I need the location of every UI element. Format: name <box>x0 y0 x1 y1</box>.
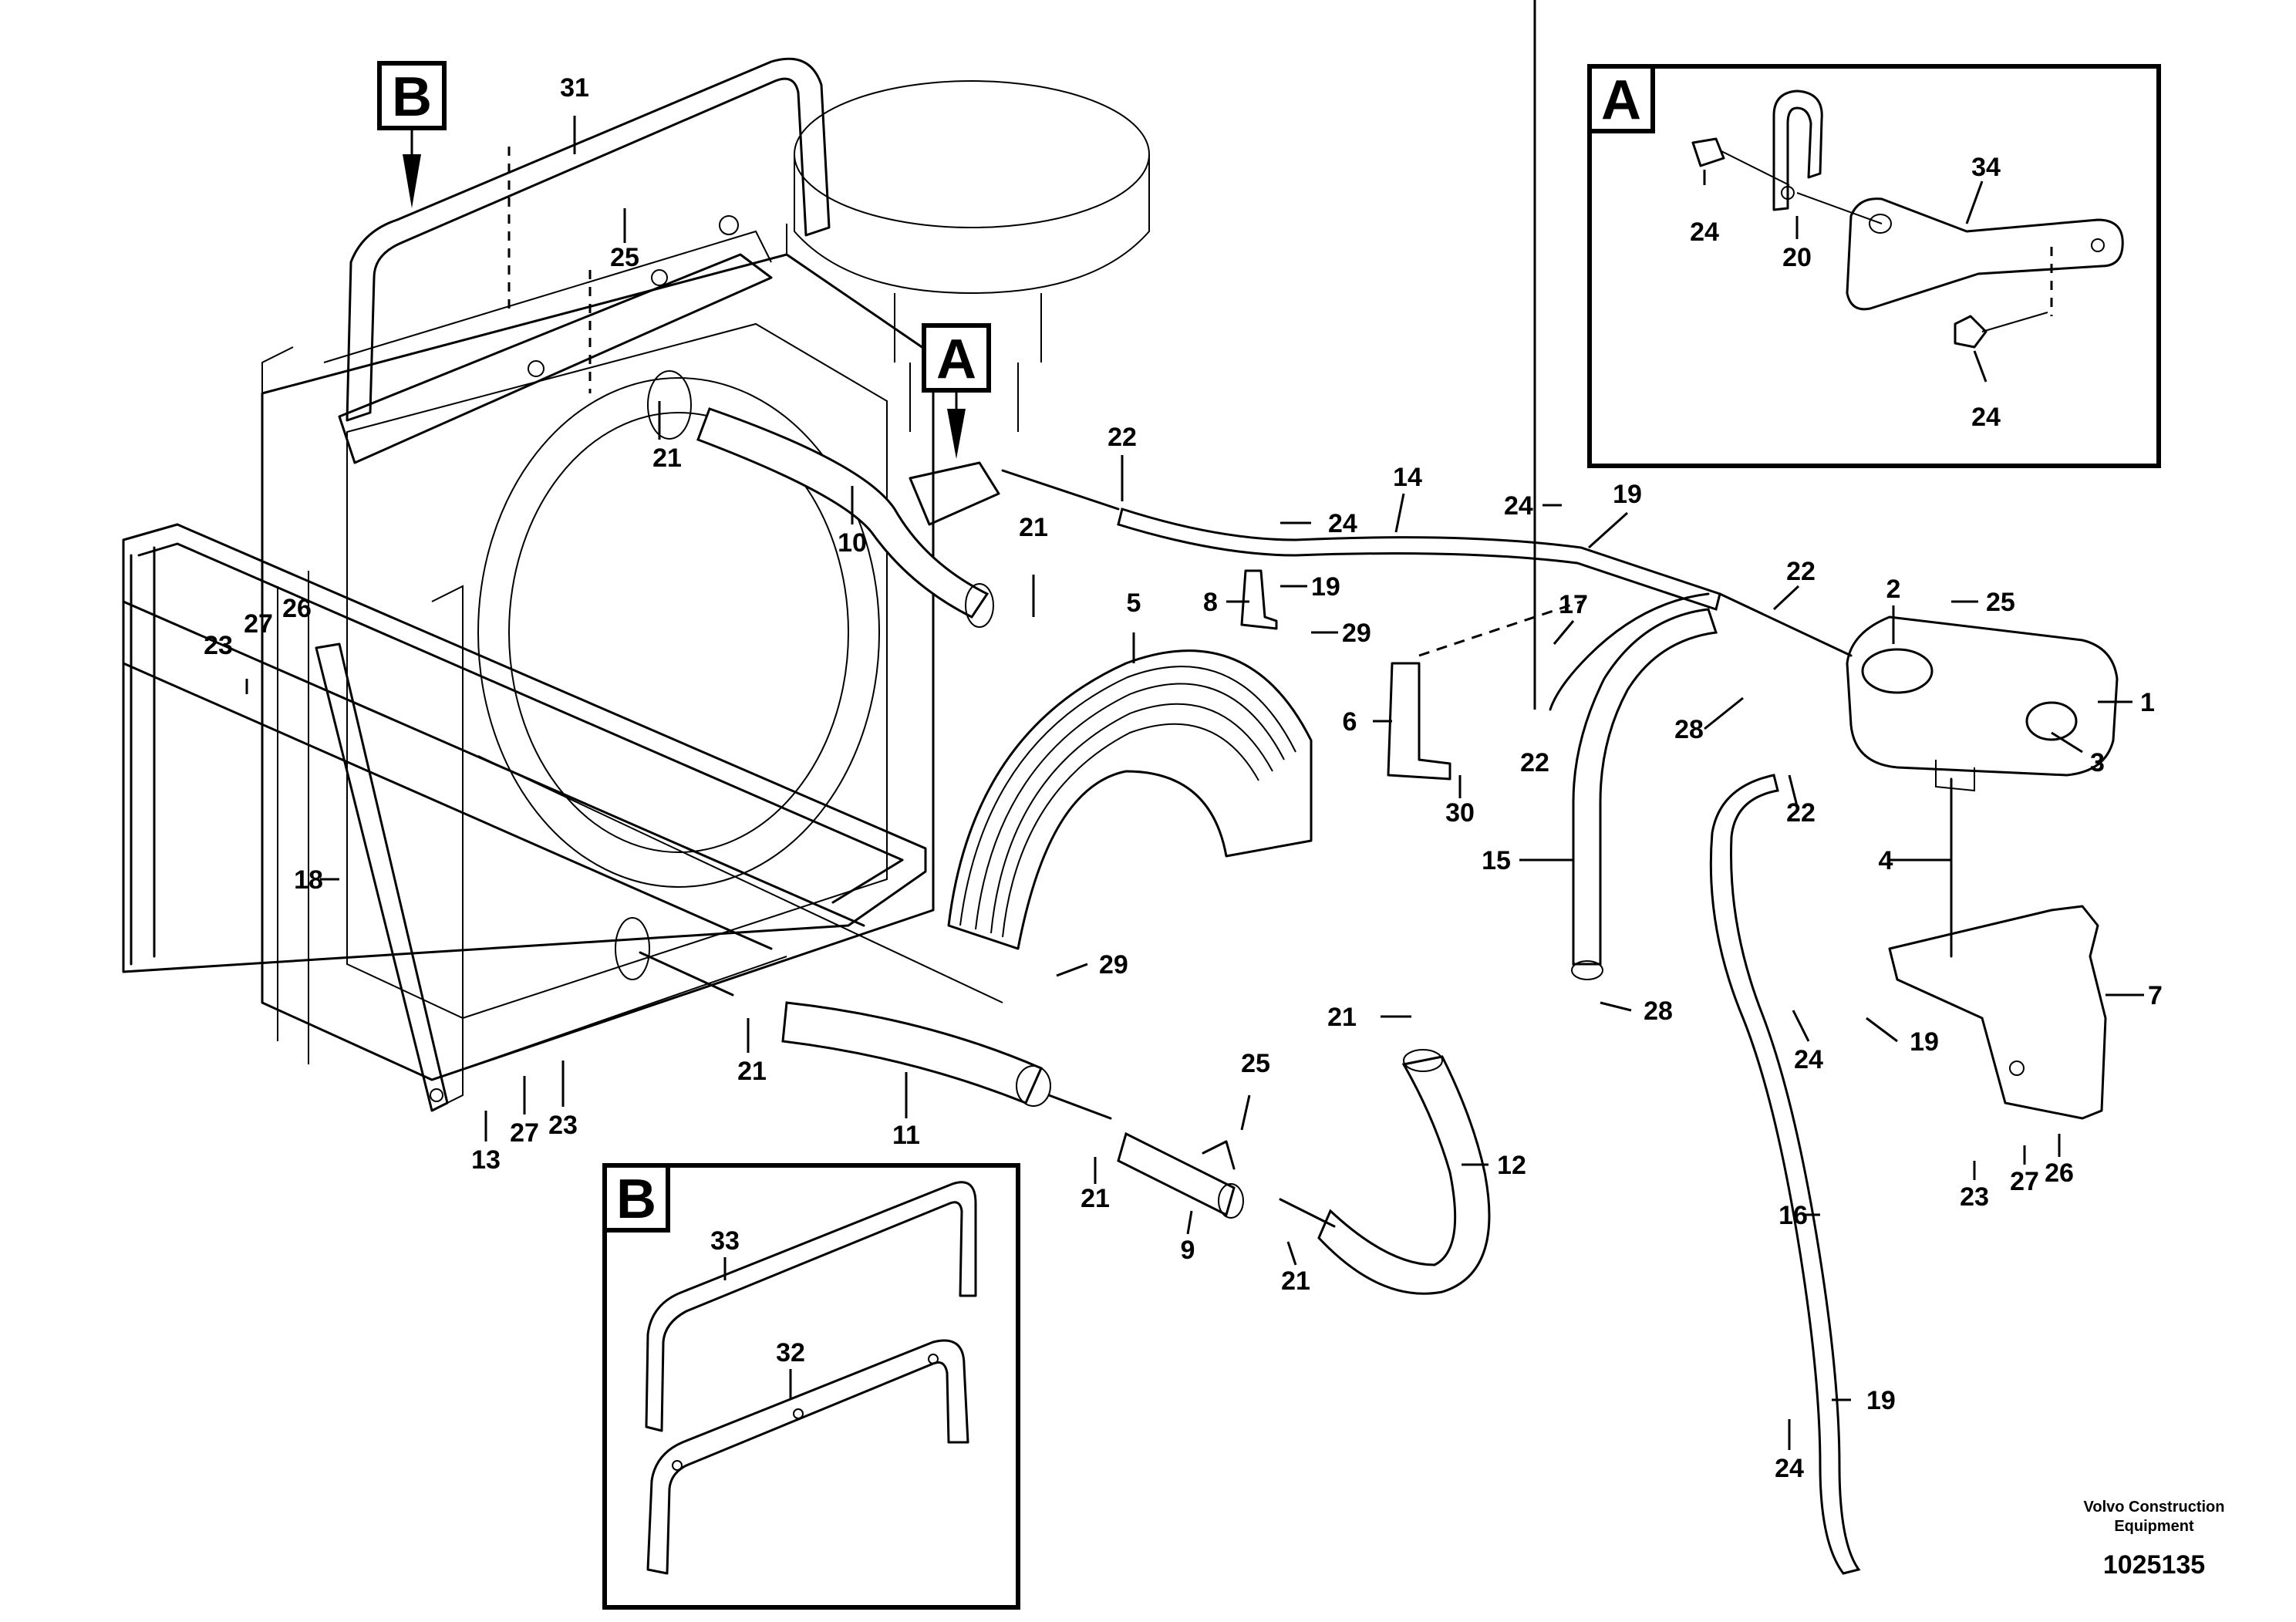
callout-21: 21 <box>1081 1184 1110 1213</box>
callout-6: 6 <box>1343 707 1357 737</box>
drawing-footer: Volvo Construction Equipment 1025135 <box>2084 1499 2225 1580</box>
hose-15-17 <box>1549 592 1718 980</box>
top-handle-bar <box>346 57 831 422</box>
callout-24: 24 <box>1504 491 1533 521</box>
callout-leaders <box>245 0 2144 1450</box>
callout-7: 7 <box>2148 981 2163 1010</box>
callout-13: 13 <box>471 1145 501 1175</box>
callout-2: 2 <box>1886 575 1901 604</box>
callout-5: 5 <box>1127 588 1141 618</box>
callout-16: 16 <box>1778 1201 1808 1230</box>
bracket-8 <box>1240 569 1278 630</box>
callout-22: 22 <box>1786 557 1816 586</box>
callout-3: 3 <box>2090 748 2105 777</box>
callout-28: 28 <box>1644 996 1673 1026</box>
main-assembly <box>122 57 2119 1575</box>
upper-hose <box>647 370 1000 628</box>
callout-23: 23 <box>1960 1182 1989 1212</box>
callout-27: 27 <box>510 1118 539 1148</box>
drawing-number: 1025135 <box>2103 1550 2205 1580</box>
callout-21: 21 <box>652 443 682 473</box>
callout-22: 22 <box>1108 423 1137 452</box>
callout-14: 14 <box>1393 463 1422 492</box>
callout-25: 25 <box>1986 588 2015 617</box>
callout-9: 9 <box>1181 1236 1195 1265</box>
callout-21: 21 <box>1019 513 1048 542</box>
callout-24: 24 <box>1775 1454 1804 1483</box>
protective-frame <box>122 523 1003 1111</box>
view-marker-a: A <box>922 323 991 459</box>
callout-27: 27 <box>2010 1167 2039 1196</box>
callout-31: 31 <box>560 73 589 103</box>
callout-30: 30 <box>1445 798 1475 828</box>
callout-26: 26 <box>282 594 312 623</box>
callout-29: 29 <box>1342 619 1371 648</box>
callout-26: 26 <box>2045 1158 2074 1188</box>
callout-labels: 31 25 21 10 21 22 14 24 24 19 19 8 29 5 … <box>204 73 2163 1483</box>
callout-11: 11 <box>892 1121 920 1150</box>
callout-22: 22 <box>1520 748 1549 777</box>
vent-line <box>1001 469 1853 657</box>
callout-28: 28 <box>1674 715 1704 744</box>
view-marker-a-label: A <box>936 329 976 390</box>
callout-10: 10 <box>838 528 867 558</box>
callout-22: 22 <box>1786 798 1816 828</box>
stay-rod <box>315 642 449 1112</box>
detail-a-label: A <box>1601 69 1641 131</box>
tank-bracket <box>1888 905 2107 1120</box>
callout-15: 15 <box>1482 846 1511 875</box>
callout-1: 1 <box>2140 688 2155 717</box>
callout-23: 23 <box>204 631 233 660</box>
callout-17: 17 <box>1559 590 1588 619</box>
detail-a-inset: A <box>1587 64 2161 468</box>
callout-19: 19 <box>1311 572 1340 602</box>
detail-a-callout-24: 24 <box>1690 218 1719 247</box>
detail-b-inset: B <box>602 1163 1020 1610</box>
detail-b-callout-32: 32 <box>776 1338 805 1367</box>
lower-hose <box>615 917 1112 1120</box>
detail-b-callout-33: 33 <box>710 1226 740 1256</box>
callout-8: 8 <box>1203 588 1218 617</box>
callout-24: 24 <box>1794 1045 1823 1074</box>
pipe-9 <box>1117 1131 1244 1219</box>
callout-29: 29 <box>1099 950 1128 980</box>
hose-12 <box>1279 1049 1491 1295</box>
fan-guard <box>947 649 1313 950</box>
view-marker-b: B <box>377 61 447 208</box>
callout-4: 4 <box>1879 846 1893 875</box>
callout-21: 21 <box>737 1057 767 1086</box>
callout-18: 18 <box>294 865 323 895</box>
callout-21: 21 <box>1327 1003 1357 1032</box>
callout-19: 19 <box>1866 1386 1896 1415</box>
radiator-top-plate <box>338 215 773 464</box>
company-name-line2: Equipment <box>2114 1518 2194 1535</box>
air-cleaner <box>794 80 1150 432</box>
callout-19: 19 <box>1613 480 1642 509</box>
callout-27: 27 <box>244 609 273 639</box>
detail-a-callout-24: 24 <box>1971 403 2001 432</box>
drain-hose <box>1709 774 1861 1575</box>
detail-a-callout-34: 34 <box>1971 153 2001 182</box>
detail-b-label: B <box>616 1168 656 1230</box>
radiator <box>261 224 935 1081</box>
view-marker-b-label: B <box>392 66 432 128</box>
detail-a-callout-20: 20 <box>1782 243 1812 272</box>
callout-23: 23 <box>548 1111 578 1140</box>
callout-25: 25 <box>610 243 639 272</box>
callout-19: 19 <box>1910 1027 1939 1057</box>
expansion-tank <box>1846 615 2119 958</box>
callout-21: 21 <box>1281 1266 1310 1296</box>
callout-12: 12 <box>1497 1151 1526 1180</box>
company-name: Volvo Construction <box>2084 1499 2225 1516</box>
bracket-6 <box>1387 600 1582 781</box>
callout-24: 24 <box>1328 509 1357 538</box>
callout-25: 25 <box>1241 1049 1270 1078</box>
